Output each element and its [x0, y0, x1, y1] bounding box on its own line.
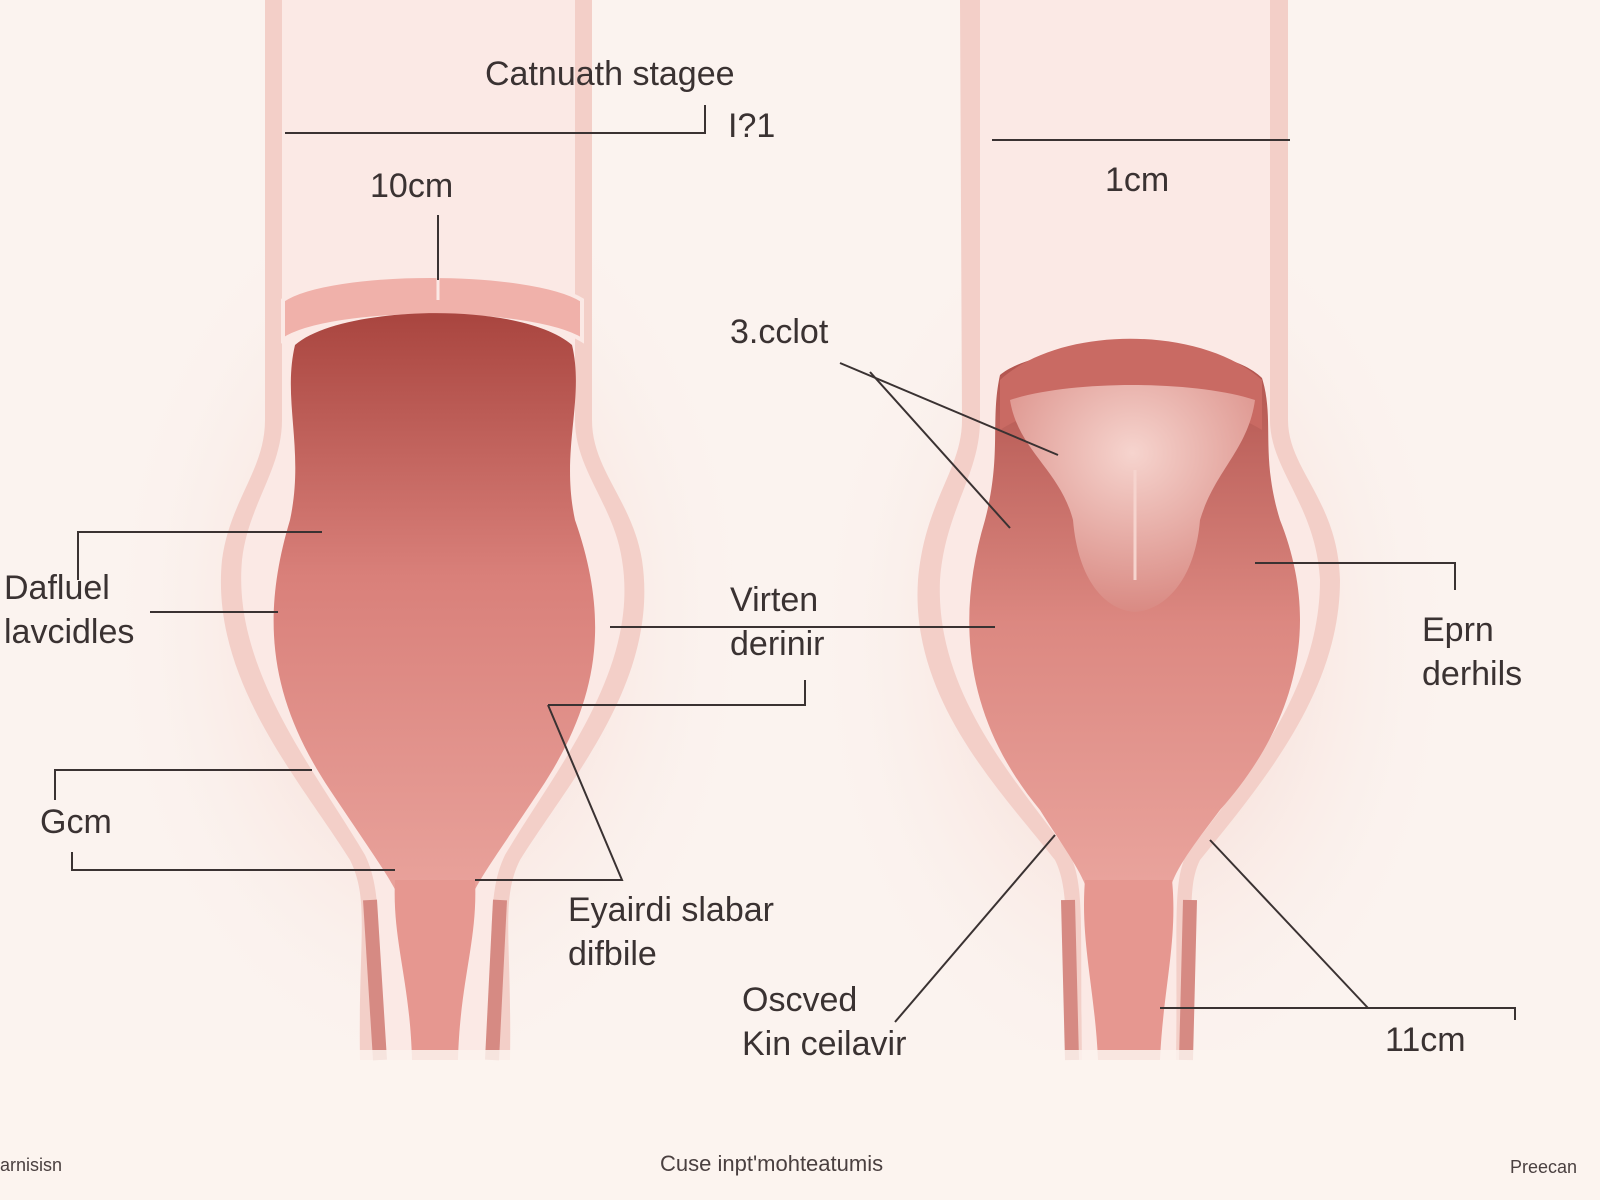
footer-right: Preecan: [1510, 1157, 1578, 1177]
left-upper-label: Dafluel lavcidles: [4, 566, 134, 654]
right-neck: [1083, 880, 1174, 1060]
left-upper-label-line2: lavcidles: [4, 613, 135, 652]
footer-center: Cuse inpt'mohteatumis: [660, 1151, 884, 1176]
left-cap: [281, 274, 584, 344]
middle-label-line2: derinir: [730, 625, 825, 664]
right-bottom-label-line1: Oscved: [742, 981, 858, 1019]
right-clot: [1010, 385, 1255, 612]
right-clot-label: 3.cclot: [730, 313, 829, 351]
footer-left: arnisisn: [0, 1155, 63, 1175]
middle-label-line1: Virten: [730, 581, 819, 619]
left-bottom-label-line1: Eyairdi slabar: [568, 891, 774, 929]
left-organ: [220, 0, 645, 1061]
right-side-label-line2: derhils: [1422, 655, 1523, 694]
left-top-measure: 10cm: [370, 167, 454, 205]
diagram-title: Catnuath stagee: [485, 55, 735, 93]
left-upper-label-line1: Dafluel: [4, 569, 110, 607]
right-cavity: [969, 347, 1300, 900]
left-neck: [394, 880, 476, 1060]
right-organ: [917, 0, 1340, 1061]
right-side-label: Eprn derhils: [1422, 608, 1522, 696]
left-cavity: [273, 313, 596, 900]
right-bottom-label-line2: Kin ceilavir: [742, 1025, 907, 1064]
right-dome: [1000, 338, 1262, 430]
right-side-label-line1: Eprn: [1422, 611, 1494, 649]
middle-label: Virten derinir: [730, 578, 824, 666]
right-measure-label: 11cm: [1385, 1021, 1466, 1059]
leader-lines: [54, 105, 1516, 1023]
right-top-measure: 1cm: [1105, 161, 1170, 199]
right-bottom-label: Oscved Kin ceilavir: [742, 978, 906, 1066]
diagram-title-code: I?1: [728, 107, 776, 145]
left-bottom-label-line2: difbile: [568, 935, 657, 974]
left-bottom-label: Eyairdi slabar difbile: [568, 888, 774, 976]
left-lower-label: Gcm: [40, 803, 112, 841]
